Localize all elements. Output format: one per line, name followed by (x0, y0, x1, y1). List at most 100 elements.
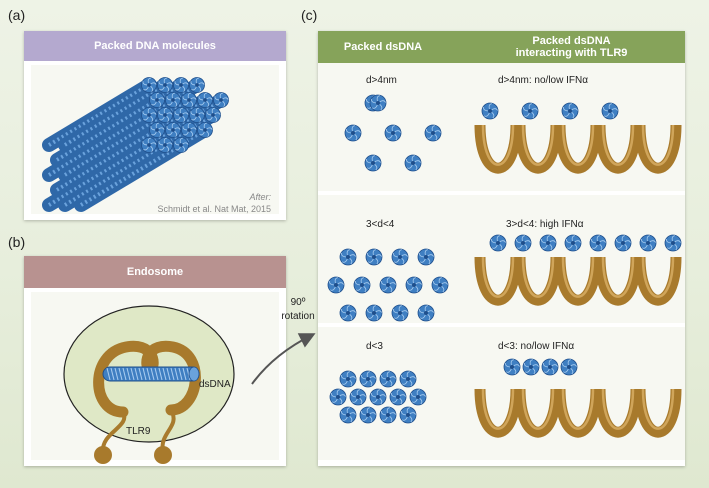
panel-c: Packed dsDNA Packed dsDNA interacting wi… (318, 31, 685, 466)
helix-body (42, 138, 156, 212)
dsdna-cross-section (522, 358, 540, 376)
row-1-spacing-label: d>4nm (366, 75, 397, 86)
dsdna-cross-section (365, 248, 383, 266)
dsdna-cross-section (339, 406, 357, 424)
packed-dna-bundle-illustration (42, 77, 229, 212)
dsdna-cross-section (149, 122, 165, 138)
dsdna-cross-section (141, 137, 157, 153)
dsdna-cross-section (181, 92, 197, 108)
dsdna-cross-section (489, 234, 507, 252)
panel-label-a: (a) (8, 7, 26, 23)
dsdna-cross-section (359, 406, 377, 424)
endosome-illustration (63, 305, 235, 464)
tlr9-horseshoe (594, 388, 642, 438)
rotation-arrow (251, 333, 316, 385)
column-header-packed: Packed dsDNA (343, 41, 423, 53)
column-header-interacting: Packed dsDNA interacting with TLR9 (458, 31, 685, 63)
dsdna-cross-section (399, 406, 417, 424)
dsdna-cross-section (339, 304, 357, 322)
dsdna-cross-section (369, 94, 387, 112)
tlr9-foot-right (154, 446, 172, 464)
tlr9-horseshoe (514, 388, 562, 438)
row-3-spacing-label: d<3 (366, 341, 383, 352)
dsdna-cross-section (157, 107, 173, 123)
dsdna-cross-section (339, 370, 357, 388)
helix-body (50, 93, 164, 167)
panel-b-body: dsDNA TLR9 (31, 292, 279, 464)
dsdna-cross-section (213, 92, 229, 108)
dsdna-cross-section (379, 276, 397, 294)
tlr9-horseshoe (474, 124, 522, 174)
dsdna-cross-section (344, 124, 362, 142)
panel-label-c: (c) (301, 7, 318, 23)
tlr9-arm-right (141, 340, 201, 416)
dsdna-cross-section (541, 358, 559, 376)
tlr9-horseshoe (554, 256, 602, 306)
dsdna-cross-section (405, 276, 423, 294)
dsdna-cross-section (589, 234, 607, 252)
dsdna-cross-section (189, 77, 205, 93)
tlr9-horseshoe (554, 124, 602, 174)
tlr9-foot-left (94, 446, 112, 464)
tlr9-horseshoe (594, 124, 642, 174)
dsdna-cross-section (539, 234, 557, 252)
dsdna-cross-section (181, 122, 197, 138)
dsdna-cross-section (189, 107, 205, 123)
dsdna-cross-section (614, 234, 632, 252)
dsdna-cross-section (431, 276, 449, 294)
dsdna-cross-section (173, 137, 189, 153)
helix-body (58, 138, 172, 212)
rotation-degree: 90º (290, 297, 306, 308)
dsdna-cross-section (417, 248, 435, 266)
dsdna-cross-section (141, 107, 157, 123)
tlr9-horseshoe (514, 124, 562, 174)
dsdna-cross-section (339, 248, 357, 266)
dsdna-cross-section (157, 77, 173, 93)
row-2-illustration (327, 234, 682, 322)
dsdna-cross-section (564, 234, 582, 252)
dsdna-cross-section (404, 154, 422, 172)
row-2: 3<d<4 3>d<4: high IFNα (318, 195, 685, 323)
dsdna-cross-section (561, 102, 579, 120)
dsdna-cross-section (521, 102, 539, 120)
row-2-spacing-label: 3<d<4 (366, 219, 395, 230)
panel-a: Packed DNA molecules After: Schmidt et a… (24, 31, 286, 220)
dsdna-cross-section (173, 107, 189, 123)
dsdna-cross-section (197, 122, 213, 138)
row-3: d<3 d<3: no/low IFNα (318, 327, 685, 460)
dsdna-cross-section (503, 358, 521, 376)
dsdna-cross-section (353, 276, 371, 294)
panel-a-header: Packed DNA molecules (24, 31, 286, 61)
row-3-illustration (329, 358, 682, 438)
tlr9-horseshoe (474, 388, 522, 438)
tlr9-horseshoe (514, 256, 562, 306)
dsdna-cross-section (391, 248, 409, 266)
dsdna-rod-end (188, 366, 200, 382)
dsdna-cross-section (365, 304, 383, 322)
tlr9-horseshoe (474, 256, 522, 306)
panel-a-body: After: Schmidt et al. Nat Mat, 2015 (31, 65, 279, 214)
dsdna-label: dsDNA (199, 379, 231, 390)
dsdna-cross-section (369, 388, 387, 406)
rotation-label: rotation (281, 311, 315, 322)
helix-body (50, 123, 164, 197)
row-1: d>4nm d>4nm: no/low IFNα (318, 63, 685, 191)
dsdna-cross-section (664, 234, 682, 252)
dsdna-cross-section (409, 388, 427, 406)
dsdna-cross-section (197, 92, 213, 108)
dsdna-cross-section (141, 77, 157, 93)
panel-label-b: (b) (8, 234, 26, 250)
helix-body (74, 138, 188, 212)
row-3-result-label: d<3: no/low IFNα (498, 341, 575, 352)
tlr9-horseshoe (554, 388, 602, 438)
tlr9-label: TLR9 (126, 426, 151, 437)
dsdna-cross-section (157, 137, 173, 153)
helix-body (58, 108, 172, 182)
dsdna-cross-section (379, 406, 397, 424)
dsdna-cross-section (481, 102, 499, 120)
dsdna-cross-section (205, 107, 221, 123)
tlr9-horseshoe (634, 124, 682, 174)
dsdna-cross-section (173, 77, 189, 93)
dsdna-cross-section (165, 122, 181, 138)
helix-body (58, 78, 172, 152)
